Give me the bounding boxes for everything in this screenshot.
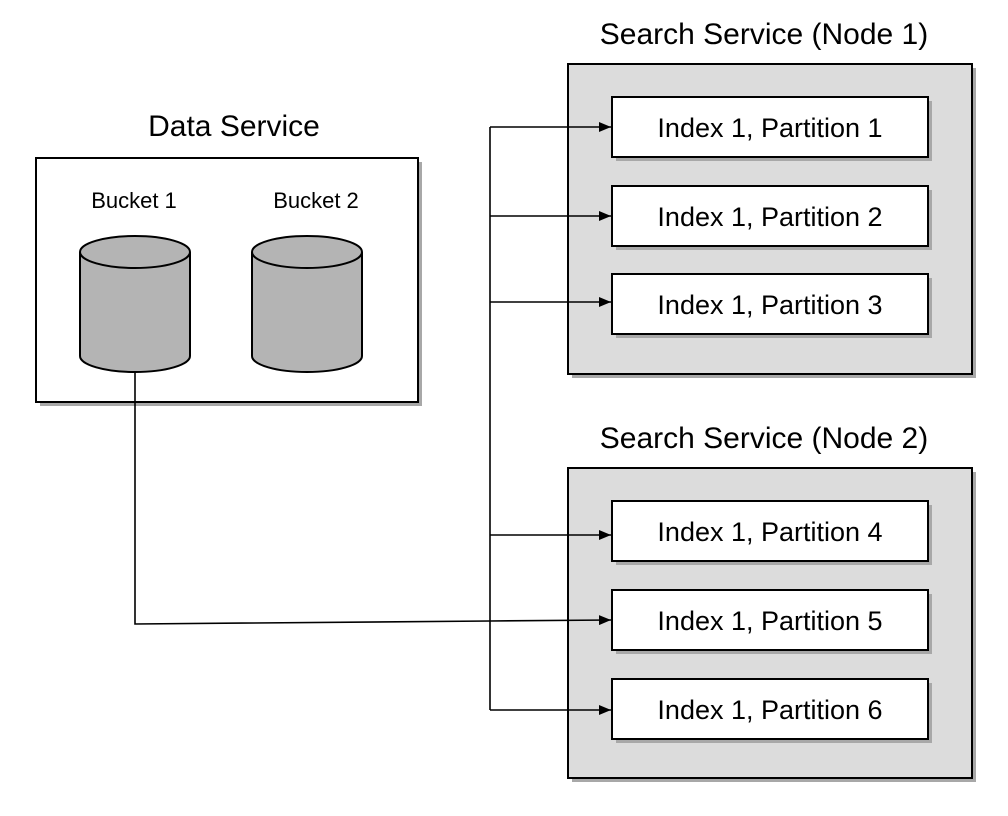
bucket-1-feed-line <box>134 372 491 625</box>
partition-4-box <box>611 500 929 562</box>
search-node-1-title: Search Service (Node 1) <box>600 18 928 51</box>
data-service-group: Data Service Bucket 1 Bucket 2 <box>35 110 422 406</box>
arrow-to-partition-5 <box>489 615 612 626</box>
partition-3-label: Index 1, Partition 3 <box>657 290 882 320</box>
partition-4-label: Index 1, Partition 4 <box>657 517 882 547</box>
partition-1-label: Index 1, Partition 1 <box>657 113 882 143</box>
partition-2-label: Index 1, Partition 2 <box>657 202 882 232</box>
partition-2-box <box>611 185 929 247</box>
bucket-1-cylinder-icon <box>79 235 191 373</box>
bucket-2-label: Bucket 2 <box>273 188 359 213</box>
partition-6-label: Index 1, Partition 6 <box>657 695 882 725</box>
data-service-title: Data Service <box>148 110 320 143</box>
bucket-2-cylinder-icon <box>251 235 363 373</box>
connectors <box>134 122 612 715</box>
search-node-1-group: Search Service (Node 1) Index 1, Partiti… <box>567 18 976 378</box>
partition-3-box <box>611 273 929 335</box>
partition-5-label: Index 1, Partition 5 <box>657 606 882 636</box>
search-node-2-group: Search Service (Node 2) Index 1, Partiti… <box>567 422 976 782</box>
bucket-1-label: Bucket 1 <box>91 188 177 213</box>
partition-1-box <box>611 96 929 158</box>
partition-6-box <box>611 678 929 740</box>
partition-5-box <box>611 589 929 651</box>
search-node-2-title: Search Service (Node 2) <box>600 422 928 455</box>
